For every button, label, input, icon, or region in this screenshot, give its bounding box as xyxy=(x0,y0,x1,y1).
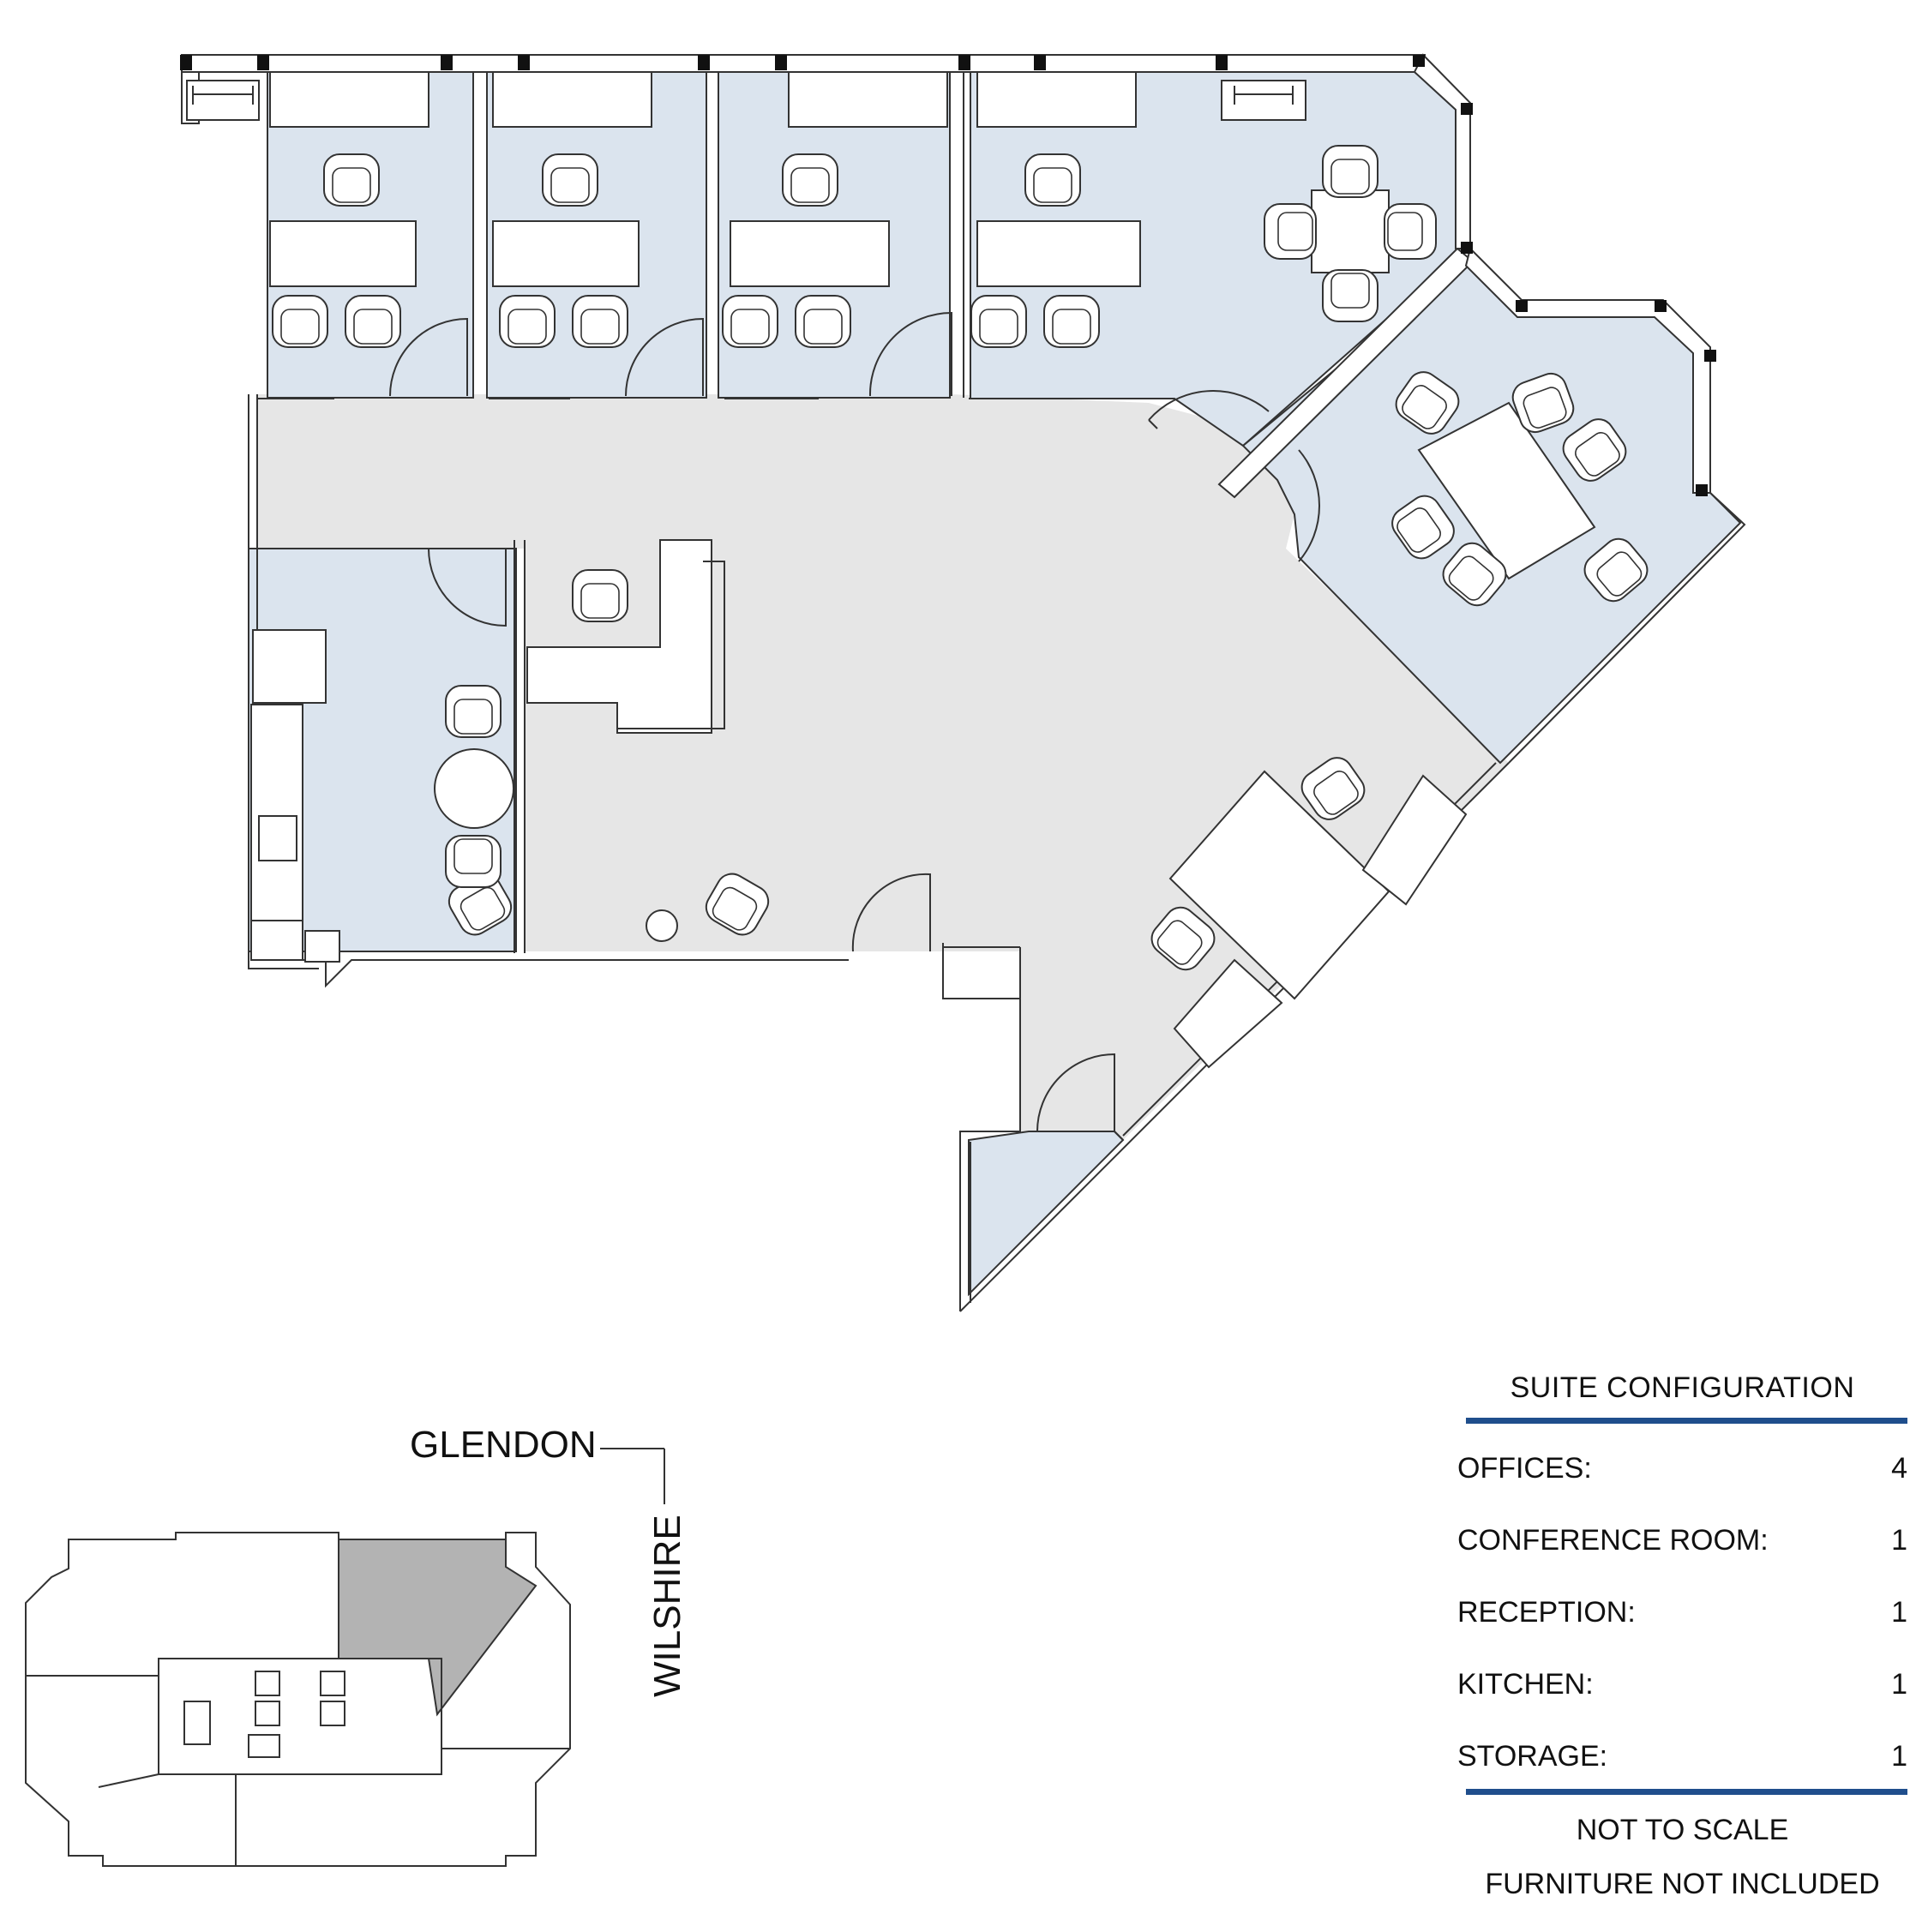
suite-configuration-legend: SUITE CONFIGURATION OFFICES: 4 CONFERENC… xyxy=(1457,1363,1907,1901)
legend-top-rule xyxy=(1466,1418,1907,1424)
chair xyxy=(323,153,380,207)
chair xyxy=(705,873,770,936)
chair xyxy=(499,295,556,348)
chair xyxy=(345,295,401,348)
chair xyxy=(795,295,851,348)
legend-row-conference-room: CONFERENCE ROOM: 1 xyxy=(1457,1520,1907,1592)
legend-row-storage: STORAGE: 1 xyxy=(1457,1736,1907,1784)
legend-row-label: KITCHEN: xyxy=(1457,1668,1594,1701)
chair xyxy=(1264,203,1317,260)
chair xyxy=(272,295,328,348)
chair xyxy=(1391,495,1455,560)
chair xyxy=(1395,371,1460,435)
chair xyxy=(1322,269,1378,322)
legend-note-scale: NOT TO SCALE xyxy=(1576,1814,1789,1846)
legend-row-value: 1 xyxy=(1891,1668,1907,1701)
legend-row-label: RECEPTION: xyxy=(1457,1596,1636,1629)
storage-room xyxy=(968,1131,1125,1297)
legend-row-label: OFFICES: xyxy=(1457,1452,1592,1485)
legend-row-reception: RECEPTION: 1 xyxy=(1457,1592,1907,1664)
chair xyxy=(1384,203,1437,260)
reception-desk xyxy=(526,539,725,734)
workstations xyxy=(1168,770,1468,1069)
chair xyxy=(445,835,502,888)
legend-row-value: 1 xyxy=(1891,1524,1907,1557)
chair xyxy=(1583,537,1649,603)
chair xyxy=(782,153,838,207)
chair xyxy=(1043,295,1100,348)
chair xyxy=(970,295,1027,348)
legend-row-value: 4 xyxy=(1891,1452,1907,1485)
door-swings xyxy=(389,311,1320,1132)
conference-table xyxy=(1417,401,1596,580)
legend-row-offices: OFFICES: 4 xyxy=(1457,1448,1907,1520)
legend-title: SUITE CONFIGURATION xyxy=(1510,1371,1855,1404)
street-label-east: WILSHIRE xyxy=(646,1515,688,1697)
key-plan xyxy=(25,1448,665,1867)
chair xyxy=(572,295,628,348)
kitchen-fixtures xyxy=(250,629,514,963)
office-furniture xyxy=(186,71,1392,287)
legend-row-label: STORAGE: xyxy=(1457,1740,1608,1773)
chair xyxy=(1562,418,1627,482)
chairs xyxy=(272,145,1649,971)
legend-row-value: 1 xyxy=(1891,1596,1907,1629)
side-table xyxy=(646,909,678,942)
chair xyxy=(1322,145,1378,198)
legend-bottom-rule xyxy=(1466,1789,1907,1795)
chair xyxy=(722,295,778,348)
chair xyxy=(1024,153,1081,207)
window-wall xyxy=(180,53,1716,496)
street-label-north: GLENDON xyxy=(410,1424,597,1466)
legend-row-value: 1 xyxy=(1891,1740,1907,1773)
chair xyxy=(445,685,502,738)
chair xyxy=(1300,757,1366,820)
chair xyxy=(572,569,628,622)
legend-note-furniture: FURNITURE NOT INCLUDED xyxy=(1485,1868,1880,1900)
chair xyxy=(1150,906,1216,971)
chair xyxy=(1442,542,1507,607)
chair xyxy=(1511,372,1575,434)
legend-row-label: CONFERENCE ROOM: xyxy=(1457,1524,1769,1557)
chair xyxy=(542,153,598,207)
legend-row-kitchen: KITCHEN: 1 xyxy=(1457,1664,1907,1736)
